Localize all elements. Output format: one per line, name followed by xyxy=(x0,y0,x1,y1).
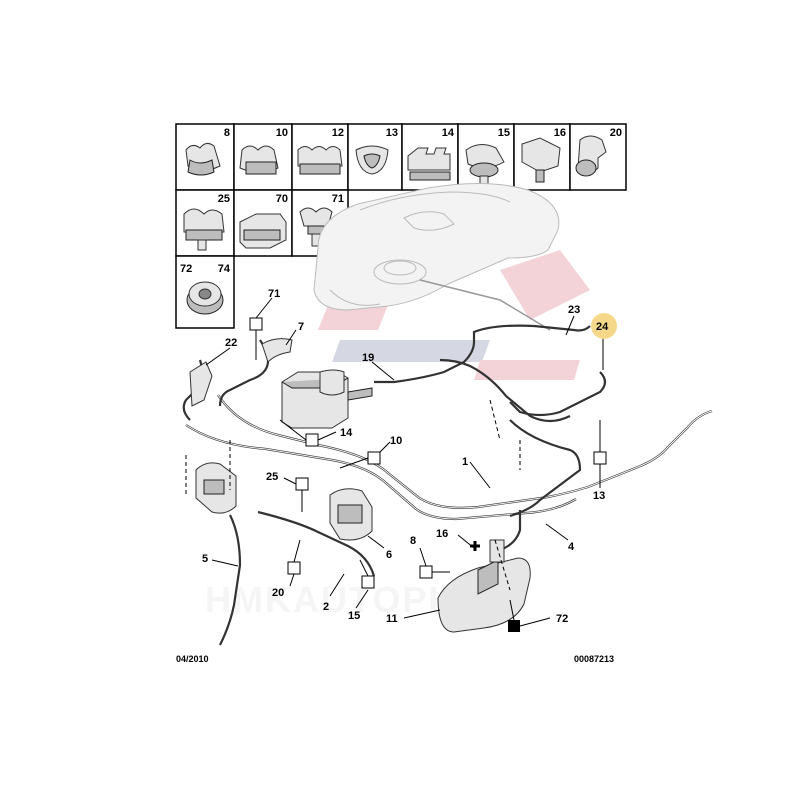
bracket-22 xyxy=(189,361,213,407)
inset-label: 72 xyxy=(180,263,192,275)
inset-label: 16 xyxy=(554,127,566,139)
callout-label: 13 xyxy=(593,490,605,502)
callout-label: 24 xyxy=(596,321,609,333)
inset-label: 25 xyxy=(218,193,230,205)
clip-15-icon xyxy=(465,144,505,187)
clip-16-icon xyxy=(521,137,561,183)
inset-label: 70 xyxy=(276,193,288,205)
valve-assembly-center xyxy=(329,488,373,541)
highlight-marker xyxy=(591,313,617,339)
callout-label: 19 xyxy=(362,352,374,364)
callout-label: 16 xyxy=(436,528,448,540)
callout-label: 72 xyxy=(556,613,568,625)
clip-14-icon xyxy=(407,147,451,181)
callout-label: 25 xyxy=(266,471,278,483)
diagram-date: 04/2010 xyxy=(176,654,209,664)
clip-10-icon xyxy=(239,145,279,175)
inset-label: 20 xyxy=(610,127,622,139)
callout-label: 15 xyxy=(348,610,360,622)
clip-8-icon xyxy=(185,142,221,176)
callout-label: 10 xyxy=(390,435,402,447)
valve-bracket-left xyxy=(195,462,237,514)
callout-label: 2 xyxy=(323,601,329,613)
callout-label: 7 xyxy=(298,321,304,333)
inset-label: 74 xyxy=(218,263,231,275)
callout-labels: 71 7 22 19 23 24 14 10 1 25 13 16 8 4 6 … xyxy=(202,288,609,625)
diagram-reference: 00087213 xyxy=(574,654,615,664)
callout-label: 71 xyxy=(268,288,280,300)
inset-label: 12 xyxy=(332,127,344,139)
callout-label: 23 xyxy=(568,304,580,316)
callout-label: 1 xyxy=(462,456,468,468)
dashed-guides xyxy=(185,399,521,591)
fuel-tank xyxy=(313,182,560,331)
callout-label: 11 xyxy=(386,613,398,625)
canister-11 xyxy=(437,539,531,633)
callout-label: 6 xyxy=(386,549,392,561)
callout-leaders xyxy=(205,297,607,632)
bracket-7 xyxy=(261,338,293,363)
canister-filter xyxy=(281,369,373,429)
fuel-lines xyxy=(182,324,713,646)
inset-label: 13 xyxy=(386,127,398,139)
inset-label: 15 xyxy=(498,127,510,139)
callout-label: 22 xyxy=(225,337,237,349)
callout-label: 4 xyxy=(568,541,575,553)
callout-label: 8 xyxy=(410,535,416,547)
callout-label: 14 xyxy=(340,427,353,439)
inset-label: 10 xyxy=(276,127,288,139)
clip-20-icon xyxy=(575,135,607,177)
grommet-72-74-icon xyxy=(186,281,224,315)
callout-label: 5 xyxy=(202,553,208,565)
clip-12-icon xyxy=(297,146,343,175)
clip-25-icon xyxy=(183,208,225,251)
clip-13-icon xyxy=(355,145,389,175)
inset-parts-grid: 8 10 12 13 14 15 16 20 25 70 71 72 74 xyxy=(175,123,627,329)
inset-label: 71 xyxy=(332,193,344,205)
inset-label: 14 xyxy=(442,127,455,139)
callout-label: 20 xyxy=(272,587,284,599)
clip-70-icon xyxy=(239,213,287,249)
inset-label: 8 xyxy=(224,127,230,139)
